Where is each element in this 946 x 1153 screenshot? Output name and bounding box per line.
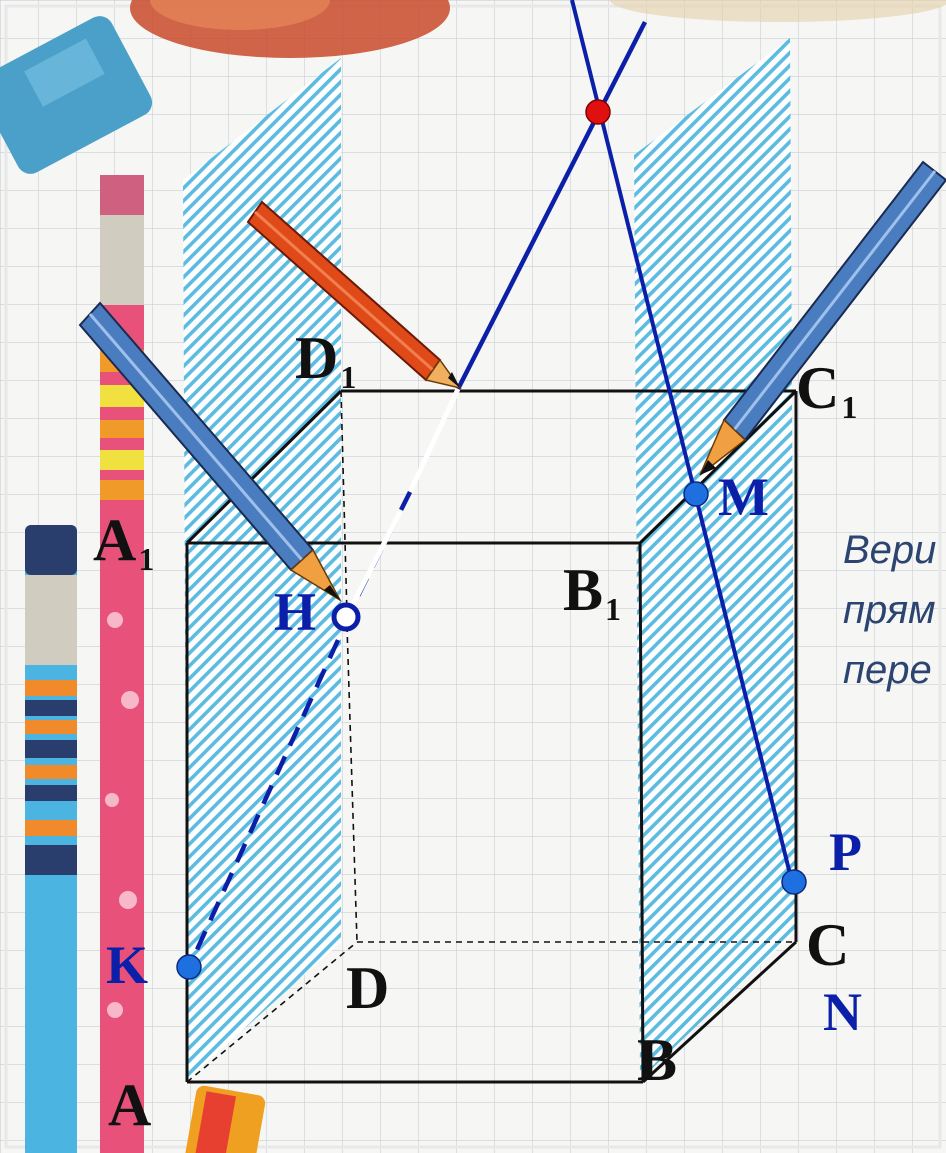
line-KH-upper [455,20,648,391]
side-text-line-2: прям [843,588,936,632]
pencil-red [246,200,462,390]
label-K-text: K [106,935,149,995]
hatched-plane-right [634,38,795,1080]
line-PM [570,0,794,883]
paper-border [4,4,942,1149]
line-KH-white-segment [349,510,403,608]
edge-A1D1 [185,389,343,545]
label-D1: D1 [295,325,356,393]
point-intersection-red [585,99,611,125]
label-B1-letter: B [563,557,604,623]
point-K [176,954,202,980]
edge-BB1 [638,542,645,1083]
label-C1-sub: 1 [841,389,858,425]
label-D1-letter: D [295,325,339,391]
point-P [781,869,807,895]
label-D-text: D [346,955,390,1021]
pencil-blue-right [699,160,946,476]
label-A1: A1 [93,507,154,575]
point-M [683,481,709,507]
label-A1-letter: A [93,507,137,573]
label-H: H [274,585,316,639]
cube [185,389,798,1084]
label-B1-sub: 1 [605,591,622,627]
apple-decoration [130,0,946,58]
label-A-text: A [108,1072,152,1138]
hatched-plane-left [183,58,341,1080]
edge-AD [186,941,358,1083]
label-B: B [637,1030,677,1090]
edge-BC [641,940,798,1084]
decorative-pencil-blue [25,525,77,1153]
label-B-text: B [637,1027,678,1093]
label-N: N [823,985,862,1039]
side-text-line-3: пере [843,648,932,692]
decorative-crayon-bottom [184,1085,266,1153]
label-M-text: M [718,467,769,527]
edge-B1C1 [638,389,798,545]
line-KH-hidden-white [407,387,461,494]
label-P: P [829,825,862,879]
side-text-line-1: Вери [843,528,937,572]
label-C: C [806,915,849,975]
edge-DD1 [340,390,348,617]
edge-DD1-lower [346,625,358,943]
label-M: M [718,470,769,524]
label-D: D [346,958,389,1018]
label-P-text: P [829,822,862,882]
eraser-decoration [0,16,153,174]
label-A1-sub: 1 [138,541,155,577]
label-C1-letter: C [796,355,840,421]
label-N-text: N [823,982,862,1042]
label-C-text: C [806,912,850,978]
label-B1: B1 [563,557,621,625]
label-H-text: H [274,582,317,642]
point-H [331,602,361,632]
label-K: K [106,938,148,992]
label-A: A [108,1075,151,1135]
label-C1: C1 [796,355,857,423]
pencil-blue-left [78,301,342,603]
label-D1-sub: 1 [340,359,357,395]
line-KH-dashed-lower [187,639,341,966]
